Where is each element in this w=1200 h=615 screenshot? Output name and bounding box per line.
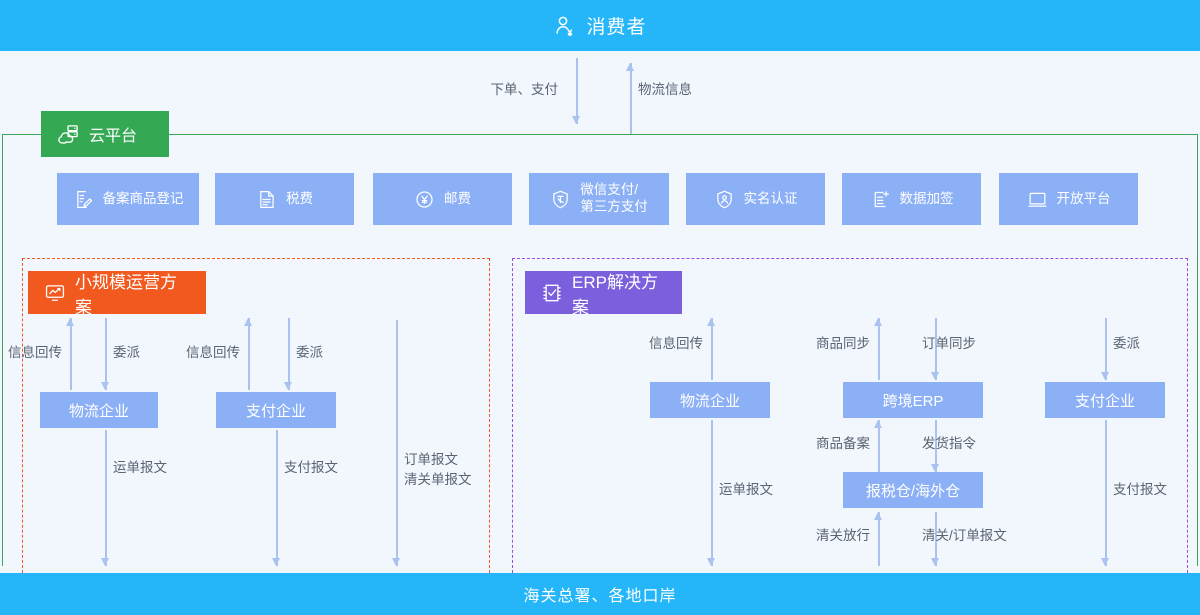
cloud-service-row: 备案商品登记 税费 邮费	[0, 173, 1200, 225]
flow-label-payment-message-erp: 支付报文	[1113, 482, 1167, 497]
node-logistics-enterprise-small[interactable]: 物流企业	[40, 392, 158, 428]
consumer-band-inner: 消费者	[553, 12, 646, 39]
flow-label-info-return-2: 信息回传	[186, 345, 240, 360]
customs-band-label: 海关总署、各地口岸	[523, 588, 677, 605]
small-scale-solution-area	[22, 258, 490, 573]
service-chip-label: 开放平台	[1056, 190, 1111, 206]
erp-badge-label: ERP解决方案	[572, 272, 658, 317]
flow-label-shipping-instruction: 发货指令	[922, 436, 976, 451]
consumer-band: 消费者	[0, 0, 1200, 51]
flow-label-payment-message-small: 支付报文	[284, 460, 338, 475]
yen-circle-icon	[414, 189, 435, 210]
chart-monitor-icon	[44, 282, 66, 304]
flow-label-order-sync: 订单同步	[922, 336, 976, 351]
flow-label-info-return-1: 信息回传	[8, 345, 62, 360]
erp-badge[interactable]: ERP解决方案	[525, 271, 682, 317]
flow-label-info-return-erp: 信息回传	[649, 336, 703, 351]
erp-solution-area	[512, 258, 1188, 573]
node-label: 物流企业	[679, 392, 740, 410]
service-chip-label: 税费	[286, 190, 313, 206]
flow-label-waybill-message-small: 运单报文	[113, 460, 167, 475]
service-chip-label: 邮费	[444, 190, 471, 206]
cloud-platform-badge[interactable]: 云平台	[41, 111, 169, 157]
cloud-server-icon	[57, 123, 80, 146]
flow-label-customs-order-message: 清关/订单报文	[922, 528, 1007, 543]
node-bonded-overseas-warehouse[interactable]: 报税仓/海外仓	[843, 472, 983, 508]
flow-label-goods-filing: 商品备案	[816, 436, 870, 451]
shield-user-icon	[714, 189, 735, 210]
flow-label-goods-sync: 商品同步	[816, 336, 870, 351]
service-chip-label: 实名认证	[743, 190, 798, 206]
user-yen-icon	[553, 14, 577, 38]
node-label: 报税仓/海外仓	[865, 482, 961, 500]
cloud-platform-frame	[2, 134, 1198, 566]
node-label: 支付企业	[1074, 392, 1135, 410]
node-label: 物流企业	[68, 402, 129, 420]
node-payment-enterprise-small[interactable]: 支付企业	[216, 392, 336, 428]
monitor-icon	[1027, 189, 1048, 210]
erp-check-icon	[541, 282, 563, 304]
flow-label-delegate-1: 委派	[113, 345, 140, 360]
node-label: 跨境ERP	[882, 392, 944, 410]
doc-lines-icon	[256, 189, 277, 210]
cloud-platform-badge-label: 云平台	[89, 128, 138, 145]
service-chip-备案商品登记[interactable]: 备案商品登记	[57, 173, 199, 225]
node-payment-enterprise-erp[interactable]: 支付企业	[1045, 382, 1165, 418]
flow-label-delegate-erp: 委派	[1113, 336, 1140, 351]
service-chip-微信支付第三方支付[interactable]: 微信支付/ 第三方支付	[529, 173, 669, 225]
page-title: 消费者	[586, 17, 647, 38]
flow-label-delegate-2: 委派	[296, 345, 323, 360]
doc-edit-icon	[73, 189, 94, 210]
shield-pay-icon	[550, 189, 571, 210]
node-label: 支付企业	[245, 402, 306, 420]
flow-label-logistics-info: 物流信息	[638, 82, 692, 97]
flow-label-order-pay: 下单、支付	[490, 82, 559, 97]
service-chip-label: 微信支付/ 第三方支付	[580, 182, 648, 214]
node-logistics-enterprise-erp[interactable]: 物流企业	[650, 382, 770, 418]
service-chip-label: 数据加签	[899, 190, 954, 206]
flow-label-order-customs-message: 订单报文 清关单报文	[404, 452, 472, 487]
small-scale-badge-label: 小规模运营方案	[75, 272, 177, 317]
flow-label-customs-release: 清关放行	[816, 528, 870, 543]
small-scale-badge[interactable]: 小规模运营方案	[28, 271, 206, 317]
doc-plus-icon	[870, 189, 891, 210]
service-chip-label: 备案商品登记	[102, 190, 184, 206]
service-chip-邮费[interactable]: 邮费	[373, 173, 512, 225]
node-cross-border-erp[interactable]: 跨境ERP	[843, 382, 983, 418]
flow-label-waybill-message-erp: 运单报文	[719, 482, 773, 497]
service-chip-实名认证[interactable]: 实名认证	[686, 173, 825, 225]
service-chip-开放平台[interactable]: 开放平台	[999, 173, 1138, 225]
customs-band: 海关总署、各地口岸	[0, 573, 1200, 615]
service-chip-税费[interactable]: 税费	[215, 173, 354, 225]
service-chip-数据加签[interactable]: 数据加签	[842, 173, 981, 225]
